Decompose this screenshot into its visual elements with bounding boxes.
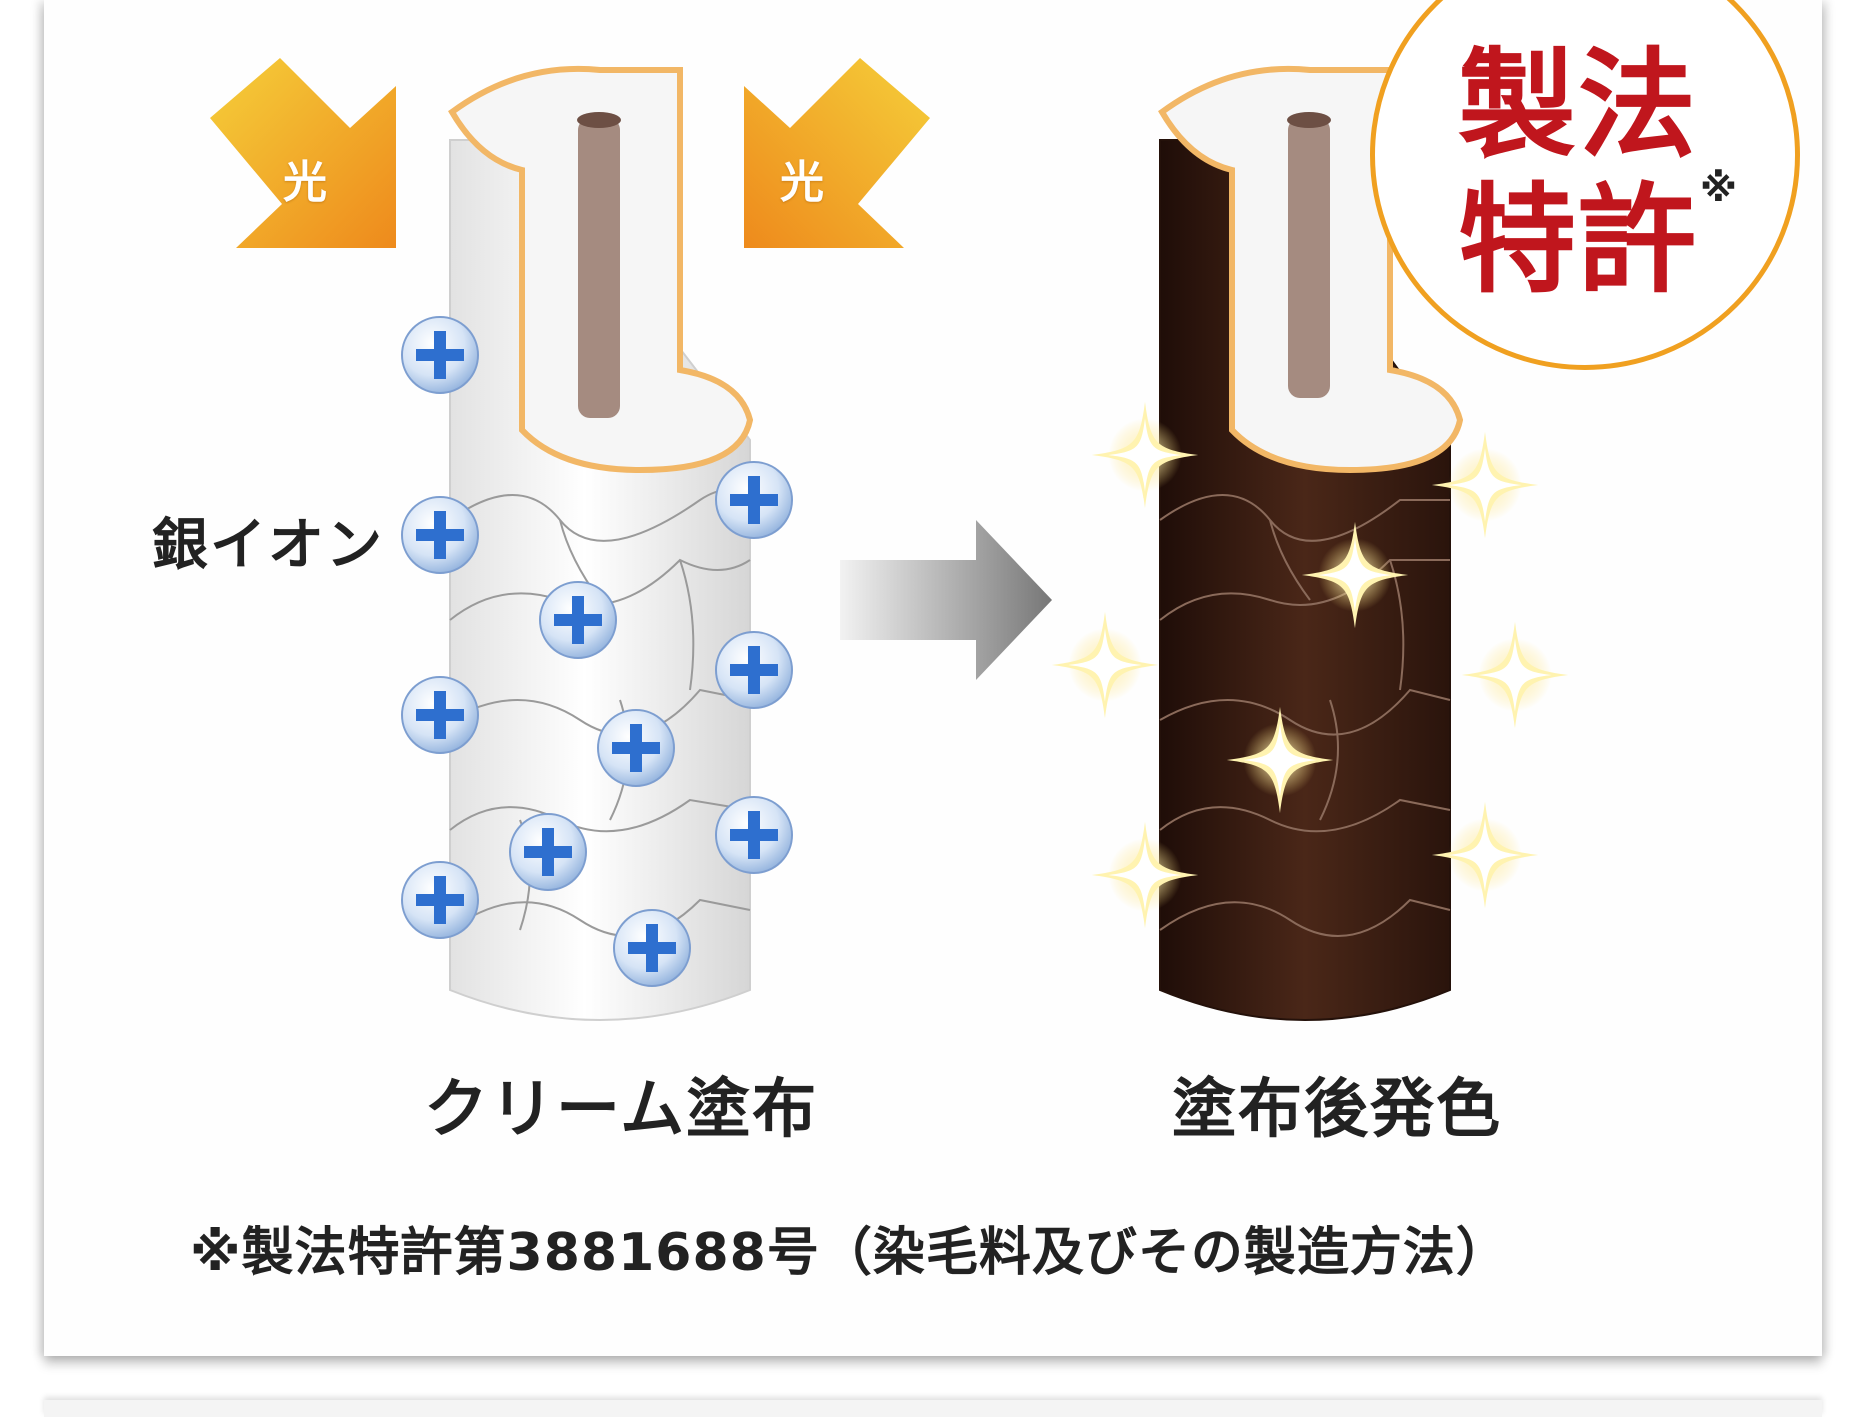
after-label: 塗布後発色 (1172, 1073, 1502, 1147)
patent-footnote: ※製法特許第3881688号（染毛料及びその製造方法） (190, 1223, 1509, 1283)
before-label: クリーム塗布 (424, 1073, 819, 1147)
patent-badge-line2: 特許 (1458, 171, 1699, 309)
patent-badge (1370, 0, 1800, 370)
next-card-edge (44, 1400, 1822, 1417)
light-arrow-icon (210, 58, 396, 248)
hair-before (448, 65, 754, 1021)
patent-badge-mark: ※ (1700, 166, 1737, 210)
transition-arrow-icon (840, 520, 1052, 680)
light-label-right: 光 (780, 157, 824, 208)
silver-ion-label: 銀イオン (152, 513, 384, 578)
light-arrow-icon (744, 58, 930, 248)
light-label-left: 光 (283, 157, 327, 208)
patent-badge-line1: 製法 (1458, 36, 1699, 174)
patent-badge-text: 製法 特許 (1458, 38, 1698, 308)
